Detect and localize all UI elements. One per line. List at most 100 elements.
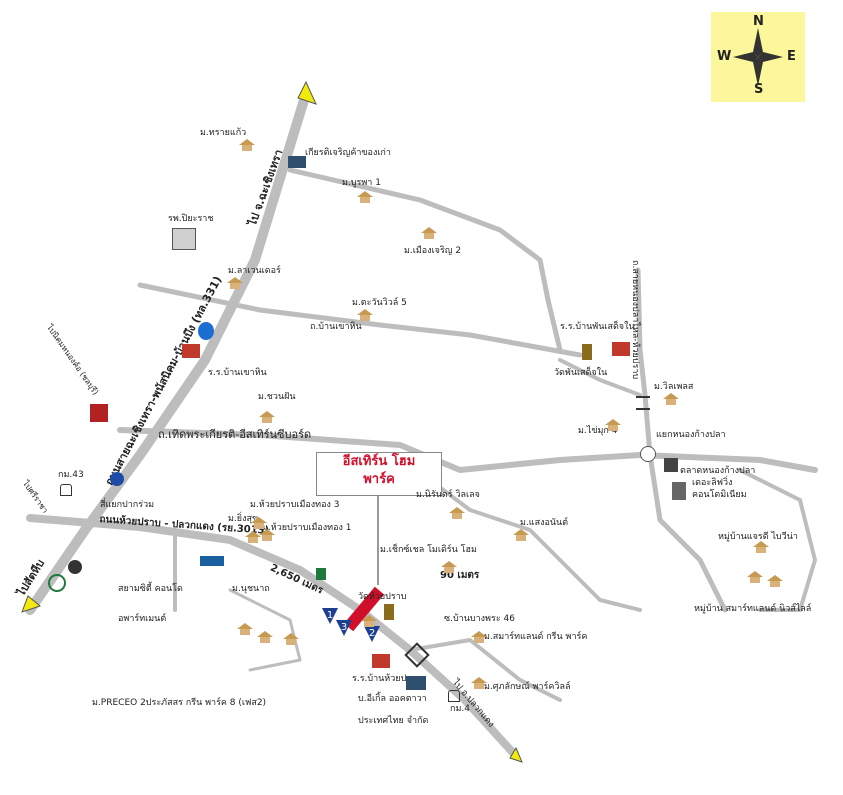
house-icon <box>361 615 377 627</box>
label-apartment: อพาร์ทเมนต์ <box>118 614 167 624</box>
tram-icon <box>68 560 82 574</box>
label-condo1: เดอะลิฟวิ่ง <box>692 478 733 488</box>
label-eagle2: ประเทศไทย จำกัด <box>358 716 429 726</box>
school-icon <box>182 344 200 358</box>
label-yaek-nong: แยกหนองก้างปลา <box>656 430 726 440</box>
house-icon <box>357 309 373 321</box>
road-label-kiat: ถ.เทิดพระเกียรติ-อีสเทิร์นซีบอร์ด <box>158 428 312 441</box>
label-smart-green: ม.สมาร์ทแลนด์ กรีน พาร์ค <box>484 632 588 642</box>
compass-icon <box>733 28 783 86</box>
label-saam-city: สยามซิตี้ คอนโด <box>118 584 183 594</box>
house-icon <box>471 677 487 689</box>
km43-icon <box>60 484 72 496</box>
ptt-station-icon <box>198 322 214 340</box>
label-villes: ม.วิลเพลส <box>654 382 694 392</box>
road-right-loop <box>738 468 817 612</box>
label-kiat-charoen: เกียรติเจริญค้าของเก่า <box>305 148 391 158</box>
svg-text:3: 3 <box>341 622 347 633</box>
label-wat-huai: วัดห้วยปราบ <box>358 592 407 602</box>
target-icon <box>48 574 66 592</box>
marker-1-icon: 1 <box>322 608 338 624</box>
roundabout-icon <box>640 446 656 462</box>
label-suk: ม.ศุภลักษณ์ พาร์ควิลล์ <box>484 682 571 692</box>
compass-rose: N S W E <box>711 12 805 102</box>
school-phan-icon <box>612 342 630 356</box>
house-icon <box>663 393 679 405</box>
arrow-southwest <box>21 595 42 613</box>
label-eagle1: บ.อีเกิ้ล ออคตาวา <box>358 694 427 704</box>
label-chuan-chuen: ม.ชวนฝัน <box>258 392 296 402</box>
label-huai-prap3: ม.ห้วยปราบเมืองทอง 3 <box>250 500 340 510</box>
market-icon <box>664 458 678 472</box>
lotus-icon <box>200 556 224 566</box>
label-chok: ม.เช็กซ์เชล โมเดิร์น โฮม <box>380 545 477 555</box>
temple-huai-icon <box>384 604 394 620</box>
label-mueang-charoen: ม.เมืองเจริญ 2 <box>404 246 462 256</box>
km4-icon <box>448 690 460 702</box>
huai-prap-road <box>26 514 519 759</box>
label-school-phan: ร.ร.บ้านพันเสด็จใน <box>560 322 635 332</box>
villes-arrow-icon <box>636 396 650 410</box>
house-icon <box>747 571 763 583</box>
label-nu-cha: ม.นุชนาถ <box>232 584 270 594</box>
road-nirun <box>428 478 642 612</box>
label-chai-muk: ม.ไข่มุก 4 <box>578 426 618 436</box>
label-km4: กม.4 <box>450 704 470 714</box>
house-icon <box>283 633 299 645</box>
house-icon <box>257 631 273 643</box>
label-sai-kaew: ม.ทรายแก้ว <box>200 128 247 138</box>
label-nirun: ม.นิรันดร์ วิลเลจ <box>416 490 480 500</box>
project-label: อีสเทิร์น โฮม พาร์ค <box>316 452 442 496</box>
label-km43: กม.43 <box>58 470 84 480</box>
road-lavender <box>137 282 583 358</box>
hospital-icon <box>172 228 196 250</box>
house-icon <box>227 277 243 289</box>
brand-m-icon <box>90 404 108 422</box>
house-icon <box>753 541 769 553</box>
factory-icon <box>406 676 426 690</box>
condo-icon <box>672 482 686 500</box>
road-label-khao-hin: ถ.บ้านเขาหิน <box>310 322 362 332</box>
house-icon <box>449 507 465 519</box>
house-icon <box>251 517 267 529</box>
temple-phan-icon <box>582 344 592 360</box>
distance-90: 90 เมตร <box>440 570 480 581</box>
road-north-east <box>635 267 728 613</box>
road-burapha <box>287 167 563 353</box>
road-soi46 <box>408 638 562 702</box>
svg-text:2: 2 <box>369 628 375 639</box>
label-huai-prap1: ม.ห้วยปราบเมืองทอง 1 <box>262 523 352 533</box>
compass-n: N <box>753 14 764 29</box>
school-huai-icon <box>372 654 390 668</box>
label-soi46: ซ.บ้านบางพระ 46 <box>444 614 515 624</box>
shop-building-icon <box>288 156 306 168</box>
house-icon <box>239 139 255 151</box>
marker-2-icon: 2 <box>364 626 380 642</box>
bank-icon <box>110 472 124 486</box>
main-highway <box>25 95 309 615</box>
project-line2: พาร์ค <box>363 472 395 487</box>
road-right-connector <box>558 358 642 397</box>
compass-e: E <box>787 49 796 64</box>
label-ban-chuen: หมู่บ้านแจรดี ไบวีน่า <box>718 532 798 542</box>
house-icon <box>767 575 783 587</box>
label-piya: รพ.ปิยะราช <box>168 214 214 224</box>
label-condo2: คอนโดมิเนียม <box>692 490 747 500</box>
label-school-huai: ร.ร.บ้านห้วยปราบ <box>352 674 422 684</box>
project-site <box>343 586 385 632</box>
label-si-yaek: สี่แยกปากร่วม <box>100 500 155 510</box>
house-icon <box>441 561 457 573</box>
house-icon <box>605 419 621 431</box>
road-kiat <box>117 427 818 473</box>
label-lavender: ม.ลาเวนเดอร์ <box>228 266 281 276</box>
label-market: ตลาดหนองก้างปลา <box>680 466 756 476</box>
house-icon <box>237 623 253 635</box>
label-school-khao-hin: ร.ร.บ้านเขาหิน <box>208 368 267 378</box>
label-burapha: ม.บูรพา 1 <box>342 178 381 188</box>
compass-s: S <box>754 82 764 97</box>
project-line1: อีสเทิร์น โฮม <box>342 454 416 469</box>
house-icon <box>471 631 487 643</box>
house-icon <box>421 227 437 239</box>
seven-eleven-icon <box>316 568 326 580</box>
label-smart-land: หมู่บ้าน สมาร์ทแลนด์ นิวส์ไลล์ <box>694 604 812 614</box>
